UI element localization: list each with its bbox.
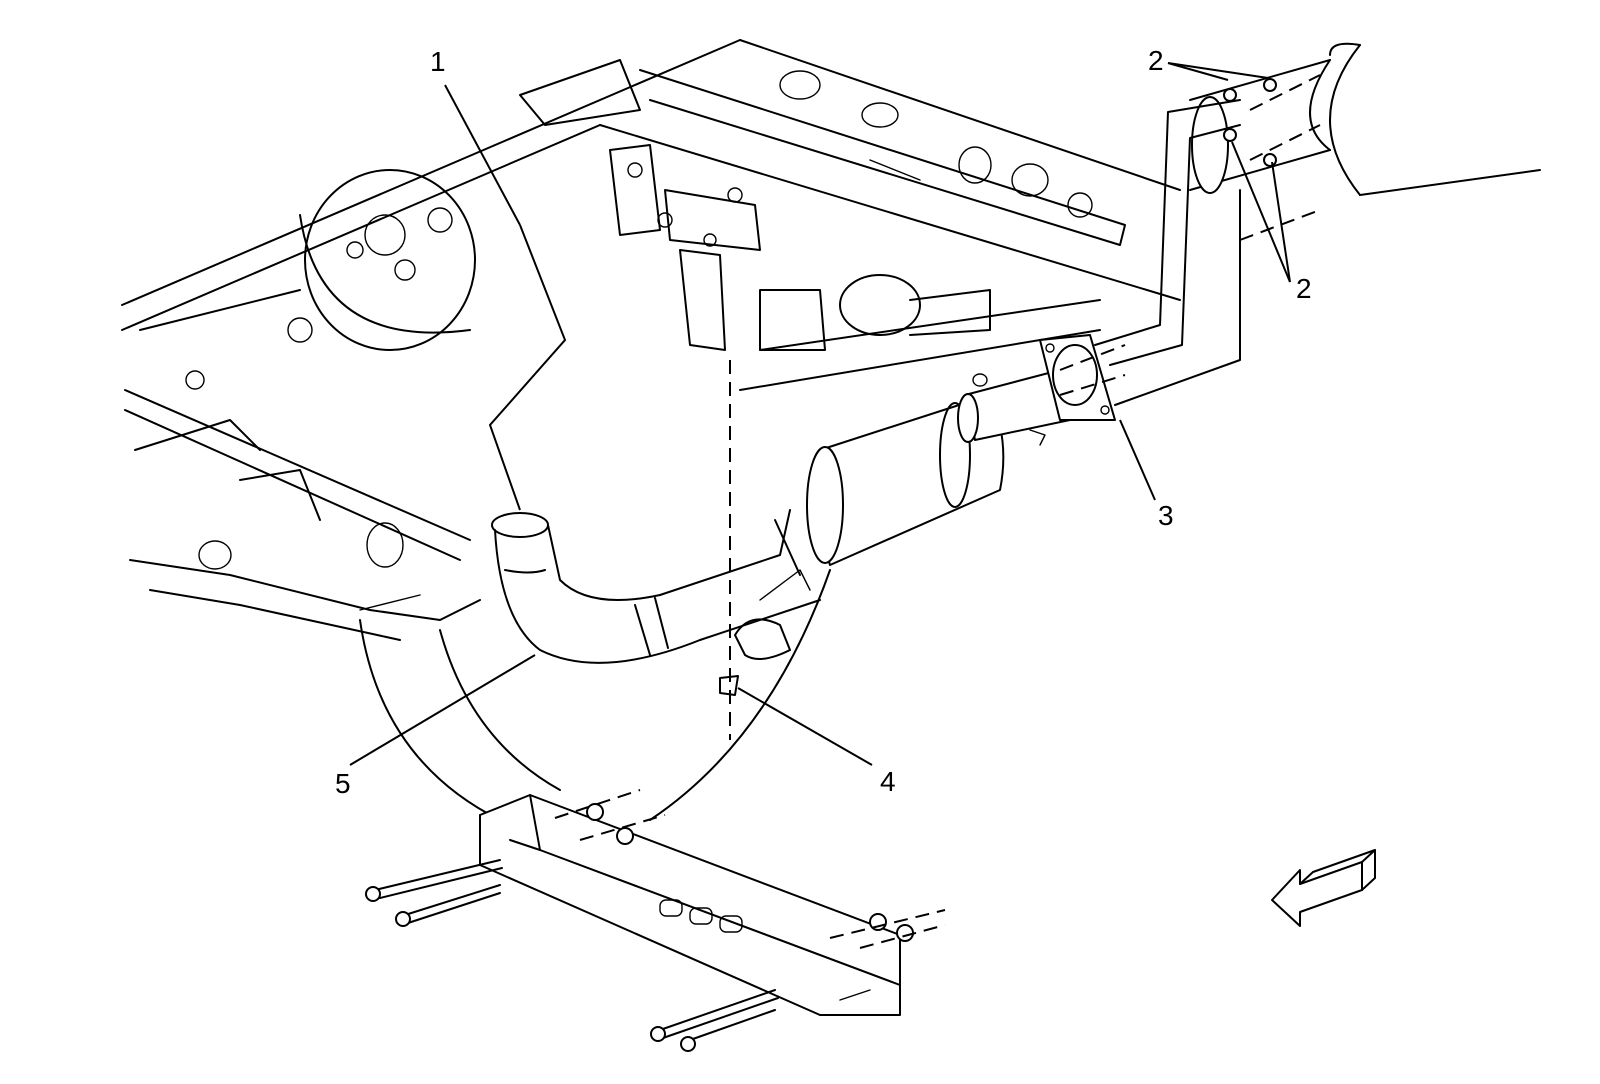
rear-exhaust-pipe — [1189, 42, 1541, 196]
rear-crossmember — [479, 794, 901, 1016]
callout-5: 5 — [335, 768, 351, 799]
lower-control-arm — [129, 522, 481, 641]
exhaust-hanger — [719, 569, 811, 696]
callout-3: 3 — [1158, 500, 1174, 531]
transmission-housing — [124, 169, 476, 561]
callout-leaders — [349, 62, 1291, 766]
callout-2-top: 2 — [1148, 45, 1164, 76]
front-direction-arrow-icon — [1271, 849, 1376, 927]
callout-2-right: 2 — [1296, 273, 1312, 304]
outline-curves — [359, 569, 831, 821]
center-crossmember — [609, 144, 1101, 391]
installation-lines — [554, 74, 1321, 949]
callout-4: 4 — [880, 766, 896, 797]
callout-1: 1 — [430, 46, 446, 77]
catalytic-converter — [806, 369, 1071, 566]
front-exhaust-pipe — [491, 509, 821, 664]
frame-rail — [121, 39, 1181, 331]
mounting-bolts — [365, 859, 779, 1052]
alignment-lines — [1094, 99, 1241, 406]
